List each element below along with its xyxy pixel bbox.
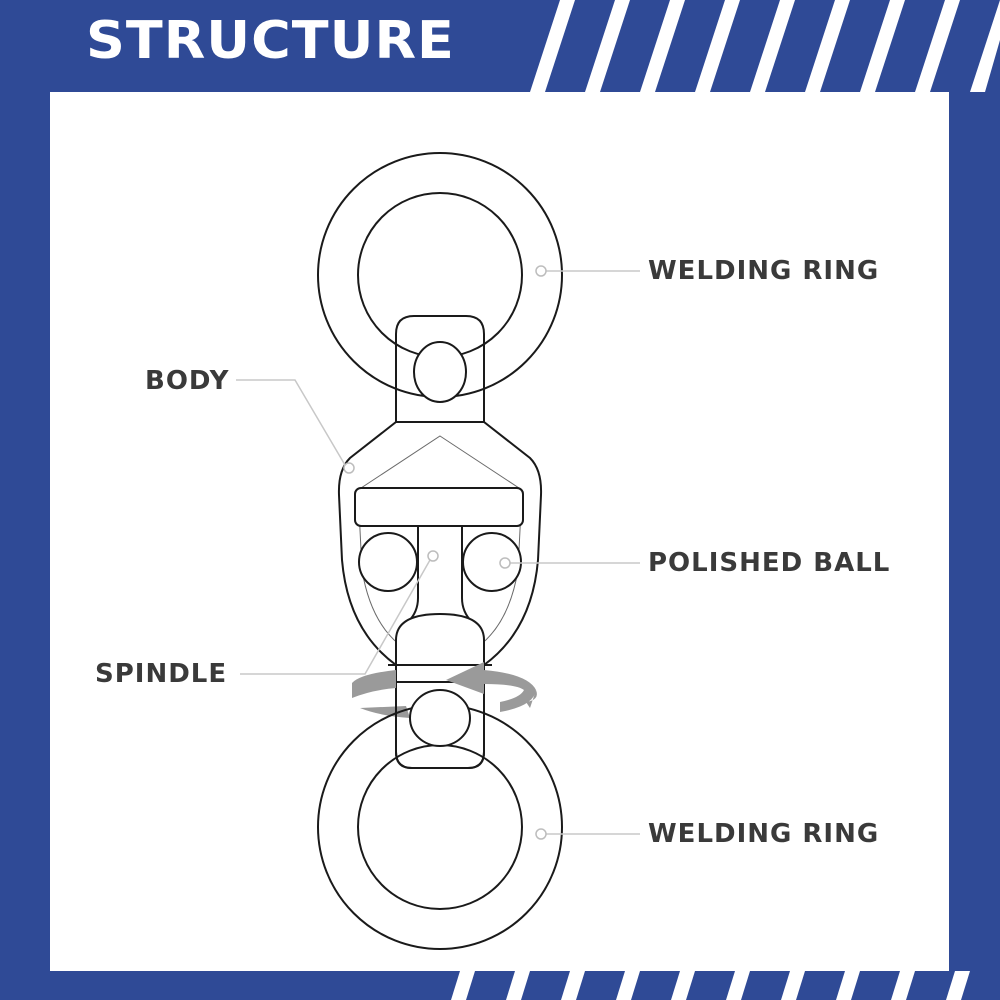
bottom-welding-ring-inner	[357, 744, 523, 910]
bottom-stripes	[451, 971, 970, 1000]
top-eye	[395, 315, 485, 422]
rotation-arrow	[352, 662, 537, 718]
leader-dots	[343, 265, 547, 840]
spindle-head	[354, 487, 524, 527]
label-welding-ring-bottom: WELDING RING	[648, 819, 880, 849]
polished-ball-right	[462, 532, 522, 592]
top-eye-hole	[413, 341, 467, 403]
bottom-eye-hole	[409, 689, 471, 747]
label-polished-ball: POLISHED BALL	[648, 548, 891, 578]
top-stripes	[530, 0, 1000, 92]
top-welding-ring-inner	[357, 192, 523, 358]
label-spindle: SPINDLE	[95, 659, 228, 689]
polished-ball-left	[358, 532, 418, 592]
page-title: STRUCTURE	[86, 10, 455, 71]
leader-lines	[236, 270, 640, 835]
label-body: BODY	[145, 366, 230, 396]
label-welding-ring-top: WELDING RING	[648, 256, 880, 286]
bottom-eye-lower	[395, 700, 485, 769]
